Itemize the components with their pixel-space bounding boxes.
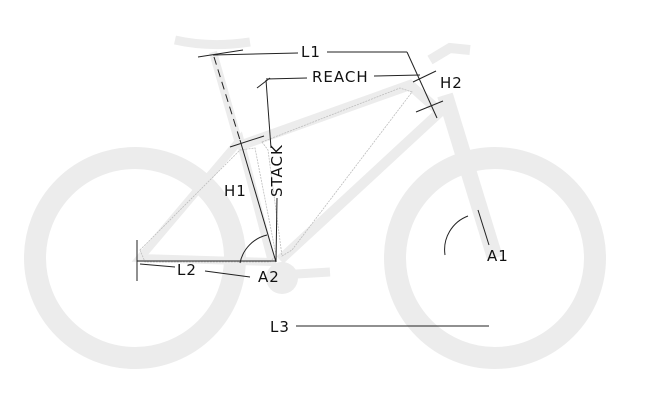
label-stack: STACK [268,144,286,197]
fork [437,92,503,261]
dimension-lines [136,49,490,327]
label-reach: REACH [312,68,369,86]
label-a2: A2 [258,268,280,286]
main-triangle [240,79,448,264]
seatpost [209,50,242,142]
front-wheel [384,147,606,369]
rear-triangle [131,131,278,267]
label-l1: L1 [301,43,321,61]
saddle [173,35,251,50]
label-l2: L2 [177,261,197,279]
handlebar [427,42,471,65]
dimension-labels: L1 REACH H2 H1 STACK A1 L2 A2 L3 [177,43,509,336]
crank-arm [279,267,331,280]
label-h1: H1 [224,182,247,200]
label-l3: L3 [270,318,290,336]
bike-silhouette [24,35,606,369]
label-a1: A1 [487,247,509,265]
label-h2: H2 [440,74,463,92]
